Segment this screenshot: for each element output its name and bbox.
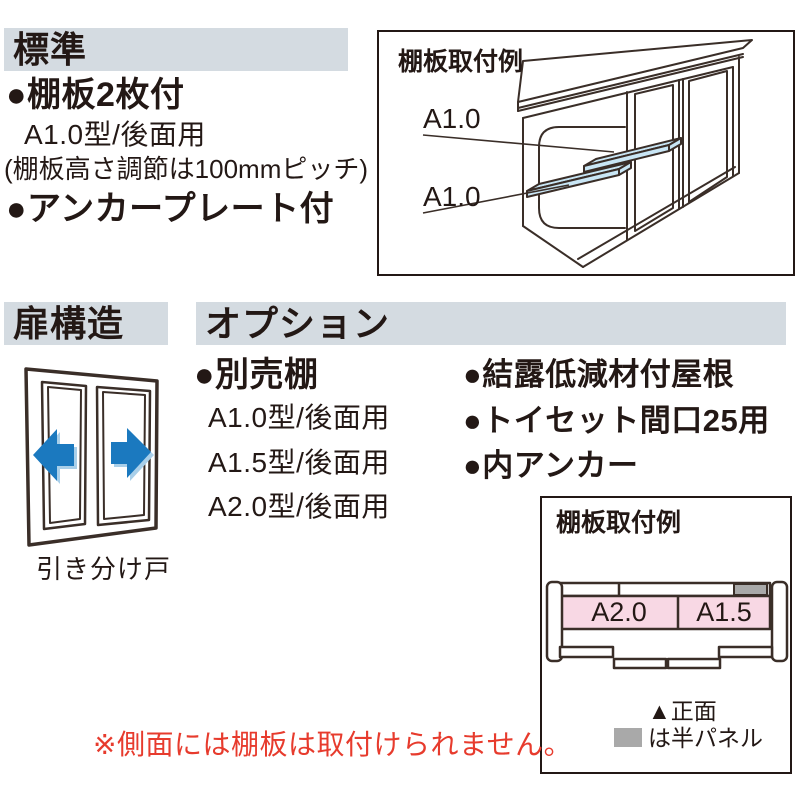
standard-heading-bar: 標準 (4, 28, 348, 71)
plan-bottom-rail-left (558, 645, 615, 659)
plan-right-cap (770, 580, 789, 663)
options-heading: オプション (205, 302, 391, 344)
sliding-door-diagram (24, 367, 159, 547)
half-panel-swatch (614, 728, 642, 747)
shelf-example-top-box: 棚板取付例 A1.0 A1.0 (377, 30, 795, 276)
front-caption: ▲正面 (648, 698, 717, 724)
half-panel-caption: は半パネル (648, 725, 763, 751)
door-heading-bar: 扉構造 (4, 302, 168, 345)
shelf-example-top-title: 棚板取付例 (398, 48, 523, 76)
standard-item-pitch-note: (棚板高さ調節は100mmピッチ) (4, 154, 369, 184)
lower-shelf-label: A1.0 (423, 181, 481, 212)
plan-door-left (612, 657, 668, 670)
shelf-example-bottom-title: 棚板取付例 (556, 509, 681, 537)
option-condensation-roof: ●結露低減材付屋根 (463, 357, 735, 392)
plan-right-label: A1.5 (696, 597, 752, 627)
standard-item-a10-rear: A1.0型/後面用 (24, 119, 206, 150)
slide-left-arrow-icon (33, 429, 77, 484)
plan-door-right (666, 657, 722, 670)
option-toi-set: ●トイセット間口25用 (463, 403, 770, 438)
upper-shelf-end (668, 137, 682, 152)
lower-shelf-end (618, 161, 632, 176)
slide-right-arrow-icon (111, 428, 154, 481)
door-heading: 扉構造 (13, 302, 125, 344)
shelf-boards (526, 137, 682, 198)
options-heading-bar: オプション (196, 302, 786, 345)
option-separate-shelf: ●別売棚 (194, 356, 319, 394)
upper-shelf-label: A1.0 (423, 103, 481, 134)
option-a15-rear: A1.5型/後面用 (208, 447, 390, 478)
plan-half-panel (733, 583, 768, 596)
shed-plan-diagram: A2.0 A1.5 棚板取付例 ▲正面 は半パネル (545, 509, 789, 751)
shelf-example-bottom-box: A2.0 A1.5 棚板取付例 ▲正面 は半パネル (540, 496, 792, 774)
standard-item-shelf2: ●棚板2枚付 (6, 76, 185, 114)
option-inner-anchor: ●内アンカー (463, 448, 639, 483)
option-a20-rear: A2.0型/後面用 (208, 491, 390, 522)
standard-item-anchor-plate: ●アンカープレート付 (6, 190, 335, 228)
leader-lines (422, 134, 615, 214)
plan-left-label: A2.0 (591, 597, 647, 627)
door-caption: 引き分け戸 (36, 554, 172, 584)
shed-isometric-diagram: 棚板取付例 A1.0 A1.0 (398, 39, 753, 268)
plan-bottom-rail-right (717, 645, 774, 659)
option-a10-rear: A1.0型/後面用 (208, 402, 390, 433)
side-shelf-note: ※側面には棚板は取付けられません。 (93, 729, 573, 760)
plan-left-cap (545, 580, 564, 663)
standard-heading: 標準 (13, 28, 88, 70)
